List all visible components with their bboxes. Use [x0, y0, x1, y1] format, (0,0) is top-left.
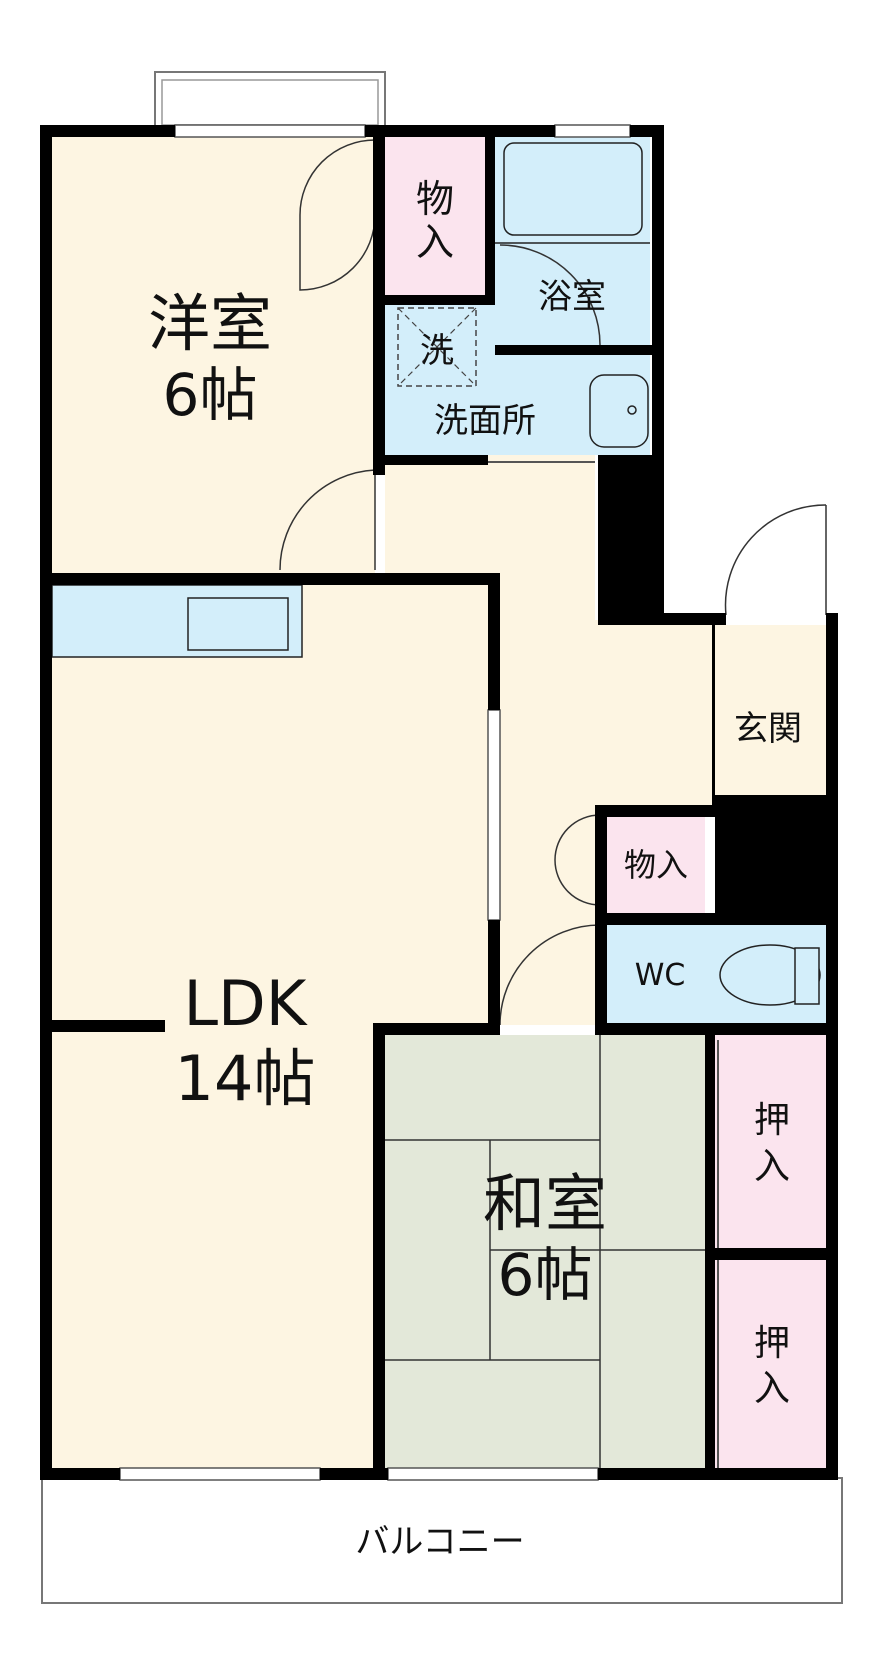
windows — [119, 124, 631, 1481]
ldk-name: LDK — [184, 967, 308, 1040]
toilet-tank — [794, 947, 820, 1005]
balcony-area — [41, 1477, 843, 1604]
japanese-room-name: 和室 — [483, 1167, 607, 1240]
storage-mid-label: 物入 — [624, 846, 688, 884]
japanese-room-floor — [385, 1035, 705, 1470]
wc-label: WC — [635, 958, 686, 993]
storage-top-floor — [385, 135, 485, 295]
western-room-floor — [50, 135, 375, 575]
closet-lower-label-1: 押 — [754, 1323, 790, 1364]
closet-lower-label-2: 入 — [754, 1368, 790, 1409]
western-room-name: 洋室 — [148, 287, 272, 360]
wash-basin — [589, 374, 649, 448]
storage-mid-floor — [605, 815, 705, 915]
bathtub — [503, 142, 643, 236]
washer-label: 洗 — [420, 331, 454, 371]
storage-top-label-2: 入 — [416, 220, 454, 264]
closet-upper-label-1: 押 — [754, 1100, 790, 1141]
washer-spot — [397, 307, 477, 387]
closet-lower-floor — [715, 1260, 830, 1470]
kitchen-sink — [187, 597, 289, 651]
balcony-label: バルコニー — [355, 1522, 524, 1562]
entrance-label: 玄関 — [734, 709, 802, 749]
ldk-floor-lower — [50, 1025, 375, 1470]
western-room-size: 6帖 — [163, 361, 258, 429]
top-balcony-rail — [154, 71, 386, 128]
ldk-size: 14帖 — [175, 1042, 316, 1115]
door-swings — [279, 139, 827, 1026]
japanese-room-size: 6帖 — [498, 1241, 593, 1309]
closet-upper-floor — [715, 1035, 830, 1250]
closet-upper-label-2: 入 — [754, 1146, 790, 1187]
tatami-lines — [385, 1035, 705, 1470]
bath-label: 浴室 — [538, 277, 606, 317]
hall-floor-lower — [595, 620, 715, 805]
washroom-label: 洗面所 — [434, 401, 536, 441]
walls — [40, 125, 838, 1480]
storage-top-label-1: 物 — [416, 177, 454, 221]
